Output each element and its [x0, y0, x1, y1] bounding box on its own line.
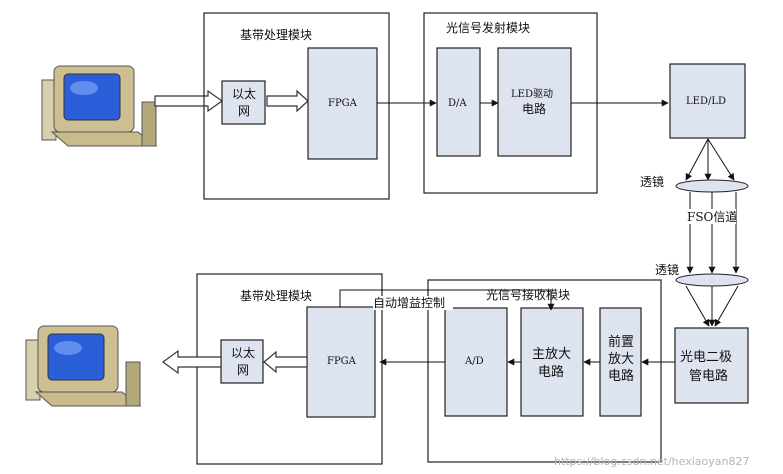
photodiode-box: [674, 327, 749, 404]
led-driver-box: [497, 47, 572, 157]
rx-baseband-title: 基带处理模块: [240, 289, 312, 303]
hollow-arrow-ethernet-to-pc: [161, 349, 222, 375]
beam-bottom-1: [685, 285, 710, 327]
tx-ethernet-label-1: 以太: [232, 86, 256, 101]
main-amp-label-2: 电路: [538, 364, 564, 380]
computer-icon: [41, 65, 158, 147]
photodiode-label-1: 光电二极: [680, 350, 732, 365]
led-ld-label: LED/LD: [686, 96, 726, 107]
hollow-arrow-ethernet-to-fpga: [266, 89, 309, 113]
beam-bottom-3: [714, 285, 739, 327]
ad-box: [444, 307, 508, 417]
tx-fpga-box: [307, 47, 378, 160]
tx-baseband-title: 基带处理模块: [240, 28, 312, 42]
rx-fpga-box: [306, 306, 376, 418]
main-amp-label-1: 主放大: [532, 347, 571, 362]
ad-label: A/D: [464, 356, 484, 367]
led-driver-label-2: 电路: [522, 101, 546, 116]
da-box: [436, 47, 481, 157]
rx-baseband-module-frame: [196, 273, 383, 465]
lens-bottom: [675, 273, 749, 287]
rx-ethernet-label-1: 以太: [231, 345, 255, 360]
fso-channel-label: FSO信道: [687, 210, 737, 224]
hollow-arrow-pc-to-ethernet: [154, 89, 224, 113]
main-amp-box: [520, 307, 584, 417]
led-driver-label-1: LED驱动: [511, 88, 553, 100]
lens-bottom-label: 透镜: [655, 262, 679, 277]
beam-top-1: [685, 138, 709, 181]
tx-ethernet-box: [221, 80, 266, 125]
agc-feedback-line: [339, 289, 555, 311]
fso-label-bg: [686, 209, 736, 224]
tx-ethernet-label-2: 网: [238, 104, 250, 118]
preamp-box: [599, 307, 642, 417]
da-label: D/A: [448, 98, 467, 109]
optical-rx-module-frame: [427, 279, 662, 463]
lens-top-label: 透镜: [640, 174, 664, 189]
led-ld-box: [669, 63, 746, 139]
tx-fpga-label: FPGA: [328, 98, 358, 109]
rx-ethernet-box: [220, 339, 264, 384]
computer-icon: [25, 325, 142, 407]
agc-label-bg: [373, 296, 453, 310]
preamp-label-2: 放大: [608, 352, 634, 367]
photodiode-label-2: 管电路: [689, 368, 728, 384]
optical-rx-title: 光信号接收模块: [486, 287, 570, 302]
preamp-label-3: 电路: [608, 368, 634, 384]
optical-tx-title: 光信号发射模块: [446, 20, 530, 35]
preamp-label-1: 前置: [608, 334, 634, 350]
rx-fpga-label: FPGA: [327, 356, 357, 367]
agc-label: 自动增益控制: [373, 296, 445, 310]
lens-top: [675, 179, 749, 193]
rx-ethernet-label-2: 网: [237, 363, 249, 377]
tx-baseband-module-frame: [203, 12, 390, 200]
watermark: https://blog.csdn.net/hexiaoyan827: [554, 455, 749, 468]
hollow-arrow-fpga-to-ethernet: [263, 350, 308, 374]
beam-top-3: [707, 138, 735, 181]
